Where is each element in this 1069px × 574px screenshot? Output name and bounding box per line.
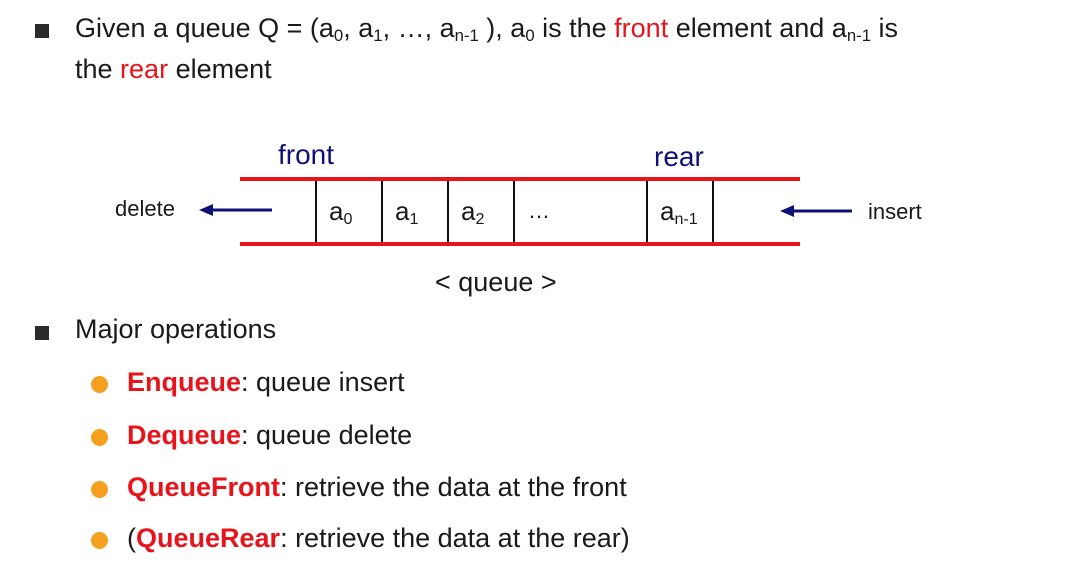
- queue-cell: a2: [461, 196, 485, 229]
- intro-text: , a: [343, 13, 374, 43]
- delete-label: delete: [115, 196, 175, 221]
- cell-divider: [447, 181, 449, 242]
- subscript: 0: [525, 26, 535, 46]
- front-keyword: front: [614, 13, 669, 43]
- queue-cell: a1: [395, 196, 419, 229]
- subscript: n-1: [454, 26, 479, 46]
- operation-item: Enqueue: queue insert: [127, 366, 405, 398]
- intro-text: , …, a: [382, 13, 455, 43]
- cell-divider: [381, 181, 383, 242]
- queue-cell: an-1: [660, 196, 698, 229]
- operation-desc: : retrieve the data at the front: [280, 472, 627, 502]
- queue-cell: a0: [329, 196, 353, 229]
- bullet-square-icon: [35, 326, 49, 340]
- subscript: 1: [373, 26, 383, 46]
- cell-divider: [315, 181, 317, 242]
- insert-label: insert: [868, 199, 922, 224]
- insert-arrow-icon: [780, 205, 852, 217]
- queue-cell: …: [528, 198, 550, 223]
- operation-desc: : queue insert: [241, 367, 405, 397]
- front-label: front: [278, 139, 335, 170]
- rear-keyword: rear: [120, 54, 169, 84]
- queue-top-rail: [240, 177, 800, 181]
- bullet-square-icon: [35, 24, 49, 38]
- operation-item: (QueueRear: retrieve the data at the rea…: [127, 523, 630, 553]
- operation-name: Enqueue: [127, 367, 242, 397]
- intro-text: element and a: [668, 13, 847, 43]
- queue-bottom-rail: [240, 242, 800, 246]
- operation-desc: : queue delete: [241, 420, 413, 450]
- intro-text: ), a: [478, 13, 526, 43]
- cell-divider: [646, 181, 648, 242]
- intro-text: element: [168, 54, 272, 84]
- operation-desc: : retrieve the data at the rear): [280, 523, 630, 553]
- rear-label: rear: [654, 141, 704, 172]
- bullet-dot-icon: [91, 376, 108, 393]
- operation-item: Dequeue: queue delete: [127, 419, 412, 451]
- operations-heading: Major operations: [75, 314, 277, 344]
- bullet-dot-icon: [91, 532, 108, 549]
- intro-line-1: Given a queue Q = (a0, a1, …, an-1 ), a0…: [75, 12, 898, 46]
- subscript: 0: [333, 26, 344, 46]
- intro-text: is: [871, 13, 899, 43]
- intro-text: Given a queue Q = (a: [75, 13, 334, 43]
- operation-item: QueueFront: retrieve the data at the fro…: [127, 471, 627, 503]
- intro-text: the: [75, 54, 121, 84]
- operation-name: QueueRear: [136, 523, 281, 553]
- delete-arrow-icon: [199, 204, 272, 216]
- operation-name: QueueFront: [127, 472, 280, 502]
- cell-divider: [712, 181, 714, 242]
- operation-name: Dequeue: [127, 420, 242, 450]
- intro-text: is the: [534, 13, 615, 43]
- intro-line-2: the rear element: [75, 53, 272, 85]
- cell-divider: [513, 181, 515, 242]
- bullet-dot-icon: [91, 429, 108, 446]
- queue-caption: < queue >: [435, 267, 557, 297]
- subscript: n-1: [846, 26, 872, 46]
- bullet-dot-icon: [91, 481, 108, 498]
